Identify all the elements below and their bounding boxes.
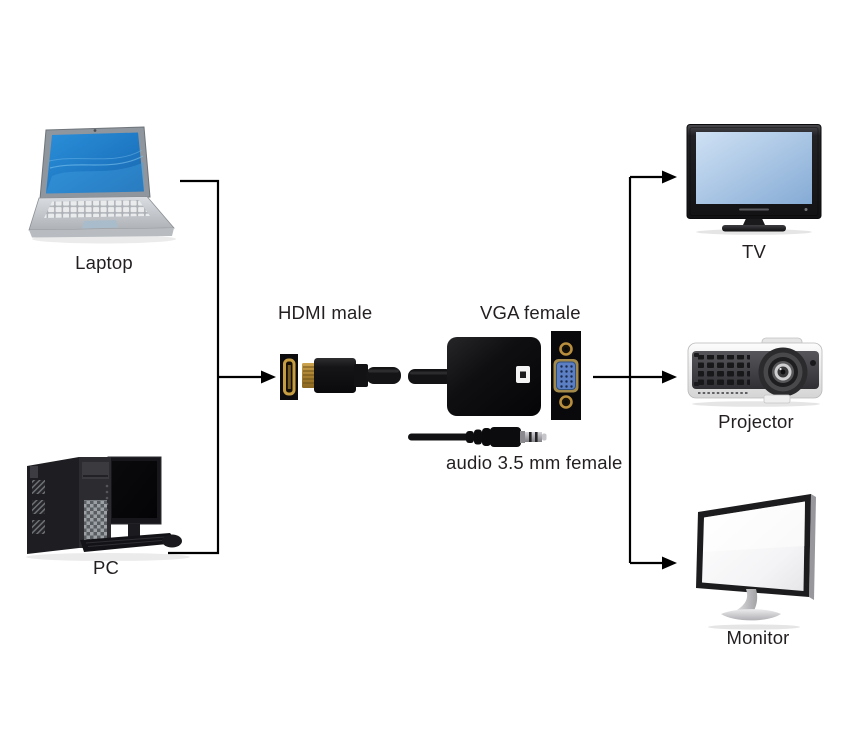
pc-label: PC xyxy=(92,557,120,578)
arrowhead-tv-icon xyxy=(662,170,677,184)
laptop-label: Laptop xyxy=(75,252,133,273)
projector-image xyxy=(686,336,826,413)
arrowhead-monitor-icon xyxy=(662,556,677,570)
hdmi-male-label: HDMI male xyxy=(278,302,373,323)
monitor-label: Monitor xyxy=(726,627,790,648)
tv-image xyxy=(685,122,823,241)
vga-female-adapter-image xyxy=(407,328,593,429)
vga-female-label: VGA female xyxy=(480,302,581,323)
left-bus-line xyxy=(168,179,220,555)
monitor-image xyxy=(688,486,828,637)
arrowhead-projector-icon xyxy=(662,370,677,384)
tv-label: TV xyxy=(741,241,767,262)
audio-female-label: audio 3.5 mm female xyxy=(446,452,623,473)
audio-jack-image xyxy=(407,424,553,457)
laptop-image xyxy=(25,114,183,251)
arrowhead-hdmi-icon xyxy=(261,370,276,384)
projector-label: Projector xyxy=(718,411,794,432)
pc-image xyxy=(20,448,192,569)
hdmi-male-connector-image xyxy=(278,350,404,408)
